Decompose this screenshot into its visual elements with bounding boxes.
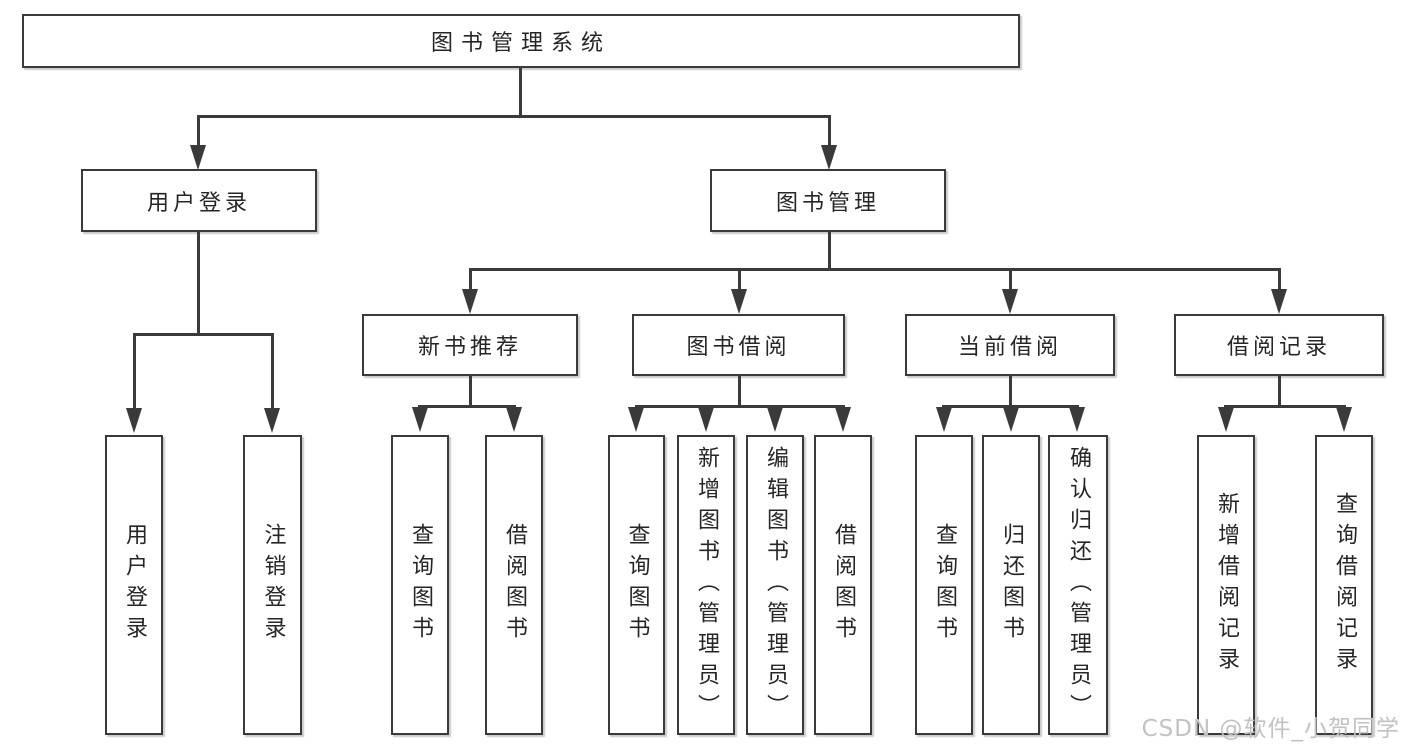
arrow-down-icon (1003, 407, 1019, 432)
connector-line (1009, 376, 1012, 407)
node-new-book-recommend: 新书推荐 (362, 314, 578, 376)
connector-line (738, 376, 741, 407)
node-new-book-recommend-label: 新书推荐 (417, 335, 522, 360)
leaf-nb-query-books: 查询图书 (391, 435, 449, 735)
arrow-down-icon (1069, 407, 1085, 432)
leaf-logout-label: 注销登录 (260, 523, 286, 647)
leaf-br-query-record: 查询借阅记录 (1315, 435, 1373, 735)
arrow-down-icon (821, 145, 837, 170)
leaf-cb-query-books: 查询图书 (915, 435, 973, 735)
leaf-bb-add-books-admin-label: 新增图书（管理员） (694, 445, 719, 725)
leaf-nb-borrow-books-label: 借阅图书 (502, 523, 527, 647)
connector-line (197, 115, 200, 147)
node-current-borrow-label: 当前借阅 (957, 335, 1062, 360)
node-book-management: 图书管理 (710, 169, 946, 232)
leaf-bb-add-books-admin: 新增图书（管理员） (677, 435, 735, 735)
arrow-down-icon (462, 289, 478, 314)
connector-line (635, 405, 845, 408)
connector-line (418, 405, 516, 408)
arrow-down-icon (190, 145, 206, 170)
connector-line (197, 232, 200, 335)
leaf-logout: 注销登录 (243, 435, 302, 735)
arrow-down-icon (1002, 289, 1018, 314)
leaf-br-query-record-label: 查询借阅记录 (1332, 492, 1357, 678)
arrow-down-icon (698, 407, 714, 432)
leaf-br-add-record: 新增借阅记录 (1197, 435, 1255, 735)
leaf-bb-query-books: 查询图书 (608, 435, 665, 735)
leaf-cb-confirm-return-admin: 确认归还（管理员） (1048, 435, 1108, 735)
connector-line (1224, 405, 1346, 408)
leaf-cb-confirm-return-admin-label: 确认归还（管理员） (1066, 445, 1091, 725)
connector-line (469, 376, 472, 407)
node-borrow-records: 借阅记录 (1174, 314, 1384, 376)
connector-line (942, 405, 1079, 408)
connector-line (1009, 268, 1012, 291)
watermark: CSDN @软件_小贺同学 (1141, 716, 1400, 742)
node-user-login-label: 用户登录 (146, 190, 251, 216)
connector-line (271, 333, 274, 410)
leaf-bb-borrow-books: 借阅图书 (814, 435, 872, 735)
arrow-down-icon (936, 407, 952, 432)
arrow-down-icon (835, 407, 851, 432)
leaf-bb-query-books-label: 查询图书 (624, 523, 650, 647)
connector-line (133, 333, 274, 336)
arrow-down-icon (412, 407, 428, 432)
node-book-management-label: 图书管理 (775, 190, 880, 216)
node-current-borrow: 当前借阅 (905, 314, 1115, 376)
connector-line (133, 333, 136, 410)
node-user-login: 用户登录 (81, 169, 317, 232)
leaf-user-login-label: 用户登录 (122, 523, 147, 647)
leaf-bb-borrow-books-label: 借阅图书 (831, 523, 856, 647)
leaf-br-add-record-label: 新增借阅记录 (1214, 492, 1239, 678)
node-root-label: 图书管理系统 (430, 31, 611, 56)
node-book-borrow: 图书借阅 (632, 314, 845, 376)
connector-line (519, 68, 522, 116)
arrow-down-icon (628, 407, 644, 432)
connector-line (469, 268, 1281, 271)
connector-line (469, 268, 472, 291)
arrow-down-icon (1336, 407, 1352, 432)
leaf-bb-edit-books-admin: 编辑图书（管理员） (746, 435, 804, 735)
node-book-borrow-label: 图书借阅 (686, 335, 791, 360)
connector-line (197, 115, 831, 118)
leaf-cb-return-books-label: 归还图书 (999, 523, 1024, 647)
connector-line (1278, 376, 1281, 407)
leaf-cb-return-books: 归还图书 (982, 435, 1040, 735)
leaf-nb-borrow-books: 借阅图书 (485, 435, 543, 735)
connector-line (738, 268, 741, 291)
leaf-nb-query-books-label: 查询图书 (408, 523, 433, 647)
connector-line (1278, 268, 1281, 291)
arrow-down-icon (1271, 289, 1287, 314)
arrow-down-icon (126, 408, 142, 433)
leaf-cb-query-books-label: 查询图书 (932, 523, 957, 647)
leaf-bb-edit-books-admin-label: 编辑图书（管理员） (763, 445, 788, 725)
node-root: 图书管理系统 (22, 14, 1020, 68)
arrow-down-icon (506, 407, 522, 432)
leaf-user-login: 用户登录 (105, 435, 163, 735)
connector-line (828, 115, 831, 147)
arrow-down-icon (264, 408, 280, 433)
connector-line (828, 232, 831, 270)
node-borrow-records-label: 借阅记录 (1226, 335, 1331, 360)
arrow-down-icon (731, 289, 747, 314)
arrow-down-icon (1218, 407, 1234, 432)
arrow-down-icon (767, 407, 783, 432)
